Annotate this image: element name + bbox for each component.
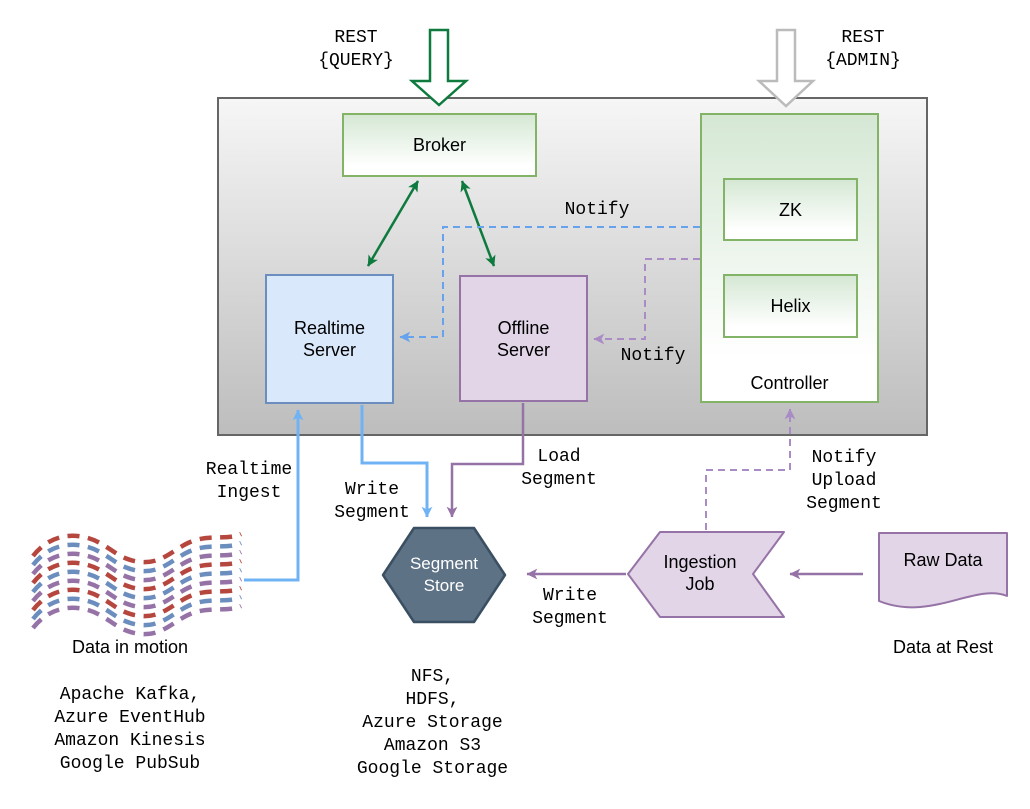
write-segment-ingestion-label: Write Segment: [523, 585, 617, 631]
list-item: Azure EventHub: [54, 708, 206, 728]
notify-realtime-label: Notify: [552, 199, 642, 222]
label-line: Segment: [806, 494, 882, 514]
label-line: Segment: [532, 609, 608, 629]
list-item: NFS,: [410, 667, 455, 687]
write-segment-realtime-label: Write Segment: [325, 479, 419, 525]
list-item: Google PubSub: [59, 754, 201, 774]
label-line: REST: [841, 28, 885, 48]
storage-options-list: NFS, HDFS, Azure Storage Amazon S3 Googl…: [340, 666, 525, 781]
list-item: Azure Storage: [362, 713, 503, 733]
list-item: Amazon S3: [383, 736, 482, 756]
rest-query-arrow: [408, 28, 470, 107]
broker-label: Broker: [412, 135, 466, 155]
label-line: Segment: [334, 503, 410, 523]
load-segment-label: Load Segment: [512, 446, 606, 492]
label-line: Raw Data: [903, 550, 983, 570]
ingestion-job-label: Ingestion Job: [650, 551, 750, 595]
label-line: Notify: [620, 346, 686, 366]
stream-sources-list: Apache Kafka, Azure EventHub Amazon Kine…: [40, 684, 220, 776]
label-line: Write: [344, 480, 399, 500]
label-line: Segment Store: [409, 554, 479, 595]
label-line: Write: [542, 586, 597, 606]
realtime-ingest-label: Realtime Ingest: [200, 459, 298, 505]
realtime-server-label: Realtime Server: [293, 318, 366, 360]
data-in-motion-waves: [33, 534, 241, 634]
segment-store-label: Segment Store: [394, 553, 494, 597]
label-line: Load: [537, 447, 581, 467]
label-line: {QUERY}: [318, 51, 394, 71]
label-line: Segment: [521, 470, 597, 490]
data-at-rest-caption: Data at Rest: [883, 636, 1003, 658]
label-line: Notify: [811, 448, 877, 468]
label-line: Realtime: [205, 460, 293, 480]
offline-server-node: Offline Server: [459, 275, 588, 402]
label-line: Data in motion: [71, 637, 189, 657]
label-line: {ADMIN}: [825, 51, 901, 71]
zookeeper-label: ZK: [778, 199, 802, 220]
controller-node: Controller: [700, 113, 879, 403]
notify-upload-segment-label: Notify Upload Segment: [798, 447, 890, 516]
notify-offline-label: Notify: [608, 345, 698, 368]
raw-data-label: Raw Data: [888, 549, 998, 571]
label-line: Data at Rest: [892, 637, 994, 657]
list-item: HDFS,: [405, 690, 460, 710]
helix-label: Helix: [770, 296, 811, 316]
helix-node: Helix: [723, 274, 858, 338]
list-item: Amazon Kinesis: [54, 731, 206, 751]
label-line: REST: [334, 28, 378, 48]
label-line: Notify: [564, 200, 630, 220]
label-line: Upload: [811, 471, 877, 491]
rest-query-label: REST {QUERY}: [300, 27, 412, 73]
list-item: Apache Kafka,: [59, 685, 201, 705]
rest-admin-label: REST {ADMIN}: [808, 27, 918, 73]
offline-server-label: Offline Server: [496, 317, 550, 360]
zookeeper-node: ZK: [723, 178, 858, 241]
data-in-motion-caption: Data in motion: [55, 636, 205, 658]
list-item: Google Storage: [356, 759, 509, 779]
realtime-server-node: Realtime Server: [265, 274, 394, 404]
label-line: Ingest: [216, 483, 282, 503]
broker-node: Broker: [342, 113, 537, 177]
controller-label: Controller: [750, 373, 829, 393]
rest-admin-arrow: [755, 28, 817, 108]
label-line: Ingestion Job: [663, 552, 737, 594]
